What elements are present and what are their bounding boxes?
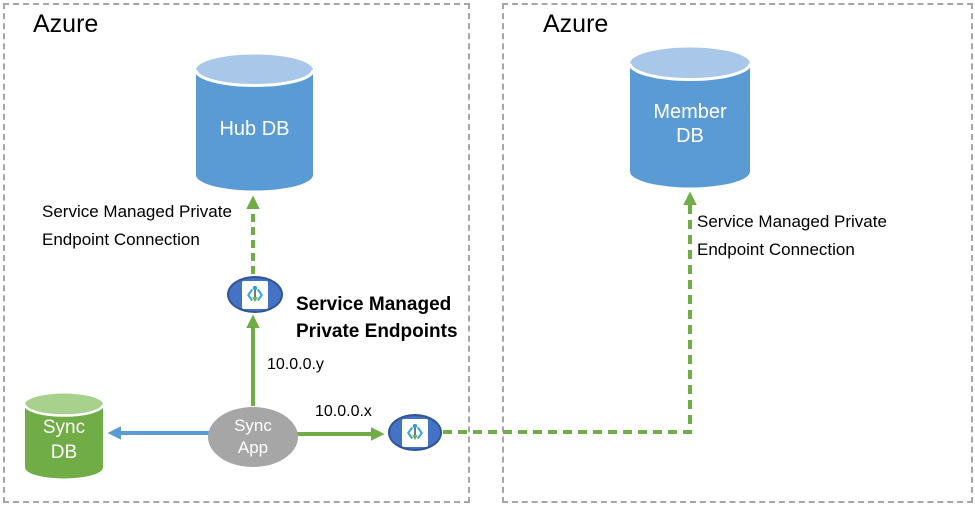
- private-endpoint-icon: [242, 280, 268, 309]
- ip-label-member-endpoint: 10.0.0.x: [315, 403, 372, 420]
- member-db-label: Member DB: [653, 100, 727, 147]
- sync-app-node: Sync App: [208, 407, 298, 467]
- hub-db-node: Hub DB: [194, 54, 315, 191]
- endpoints-title: Service Managed Private Endpoints: [296, 294, 458, 342]
- private-endpoint-icon: [402, 418, 428, 447]
- azure-region-right-label: Azure: [543, 10, 609, 38]
- private-endpoint-hub-node: [227, 276, 283, 313]
- database-cylinder-shape: [194, 54, 315, 191]
- private-endpoint-member-node: [388, 414, 442, 451]
- sync-app-label: Sync App: [234, 416, 272, 457]
- sync-db-label: Sync DB: [42, 417, 86, 463]
- hub-db-label: Hub DB: [219, 117, 290, 140]
- sync-db-node: Sync DB: [23, 393, 105, 479]
- database-cylinder-shape: [628, 47, 752, 188]
- member-db-node: Member DB: [628, 47, 752, 188]
- private-endpoint-icon-glyph: [407, 423, 423, 440]
- ip-label-hub-endpoint: 10.0.0.y: [267, 356, 324, 373]
- database-cylinder-shape: [23, 393, 105, 479]
- private-endpoint-icon-glyph: [247, 285, 263, 302]
- azure-region-left-label: Azure: [33, 10, 99, 38]
- member-connection-caption: Service Managed Private Endpoint Connect…: [697, 212, 887, 259]
- hub-connection-caption: Service Managed Private Endpoint Connect…: [42, 202, 232, 249]
